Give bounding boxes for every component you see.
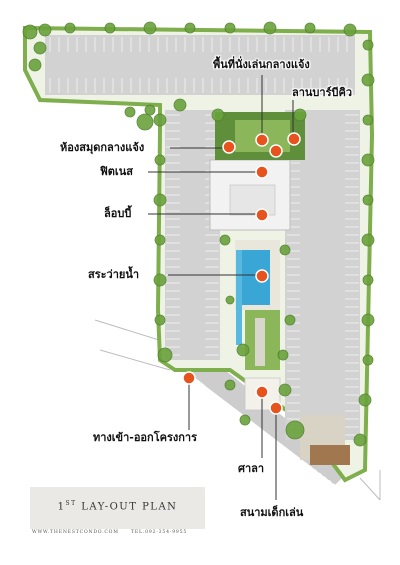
label-library: ห้องสมุดกลางแจ้ง (60, 141, 145, 154)
lawn-path (255, 318, 265, 366)
plan-title: 1ST LAY-OUT PLAN (57, 500, 178, 513)
label-fitness: ฟิตเนส (100, 165, 133, 178)
label-zen-garden: พื้นที่นั่งเล่นกลางแจ้ง (213, 58, 310, 71)
label-pool: สระว่ายน้ำ (88, 268, 140, 281)
south-garden (310, 445, 350, 465)
tree (33, 41, 47, 55)
tree (362, 274, 374, 286)
label-playground: สนามเด็กเล่น (240, 506, 304, 519)
tree (143, 21, 157, 35)
tree (343, 23, 357, 37)
tree (361, 233, 375, 247)
tree (263, 21, 277, 35)
access-road-edge (184, 371, 336, 486)
tree (239, 414, 251, 426)
tree (361, 313, 375, 327)
tree (104, 22, 116, 34)
marker-library (222, 140, 236, 154)
lobby-hall (229, 184, 276, 216)
parking-areas (45, 35, 360, 440)
marker-bbq (287, 132, 301, 146)
tree (304, 22, 316, 34)
tree (144, 104, 156, 116)
tree (361, 73, 375, 87)
tree (225, 295, 235, 305)
tree (293, 108, 307, 122)
tree (154, 234, 166, 246)
tree (353, 433, 367, 447)
tree (173, 98, 187, 112)
tree (153, 113, 167, 127)
amenity-markers (182, 132, 301, 415)
tree (362, 39, 374, 51)
tree (236, 343, 250, 357)
tree (362, 114, 374, 126)
tree (153, 193, 167, 207)
tree (38, 23, 52, 37)
marker-fitness (255, 165, 269, 179)
marker-zen-garden (255, 133, 269, 147)
footer-contact: WWW.THENESTCONDO.COM TEL.092-354-9955 (32, 530, 212, 535)
footer-tel: TEL.092-354-9955 (131, 530, 188, 535)
tree (211, 108, 225, 122)
tree (278, 383, 292, 397)
tree (277, 349, 289, 361)
label-entrance: ทางเข้า-ออกโครงการ (93, 431, 197, 444)
tree (361, 153, 375, 167)
leader-lines (148, 75, 294, 500)
tree (157, 347, 173, 363)
label-bbq: ลานบาร์บีคิว (292, 86, 353, 99)
tree (154, 314, 166, 326)
tree (136, 113, 154, 131)
marker-sala (255, 385, 269, 399)
tree (153, 273, 167, 287)
marker-entrance (182, 371, 196, 385)
tree (154, 154, 166, 166)
tree (284, 314, 296, 326)
tree (285, 420, 305, 440)
tree (28, 58, 42, 72)
tree (124, 106, 136, 118)
tree (224, 22, 236, 34)
marker-playground (269, 401, 283, 415)
pool-canal (236, 250, 242, 345)
trees (22, 21, 375, 447)
tree (279, 244, 291, 256)
tree (362, 354, 374, 366)
tree (224, 379, 236, 391)
tree (22, 24, 38, 40)
tree (64, 22, 76, 34)
tree (219, 234, 231, 246)
tree (184, 22, 196, 34)
tree (358, 393, 372, 407)
label-sala: ศาลา (238, 462, 265, 475)
title-block: 1ST LAY-OUT PLAN (30, 487, 205, 529)
footer-website: WWW.THENESTCONDO.COM (32, 530, 119, 535)
marker-pool (255, 269, 269, 283)
marker-lobby (255, 208, 269, 222)
marker-garden-2 (269, 144, 283, 158)
tree (362, 194, 374, 206)
label-lobby: ล็อบบี้ (104, 207, 132, 220)
